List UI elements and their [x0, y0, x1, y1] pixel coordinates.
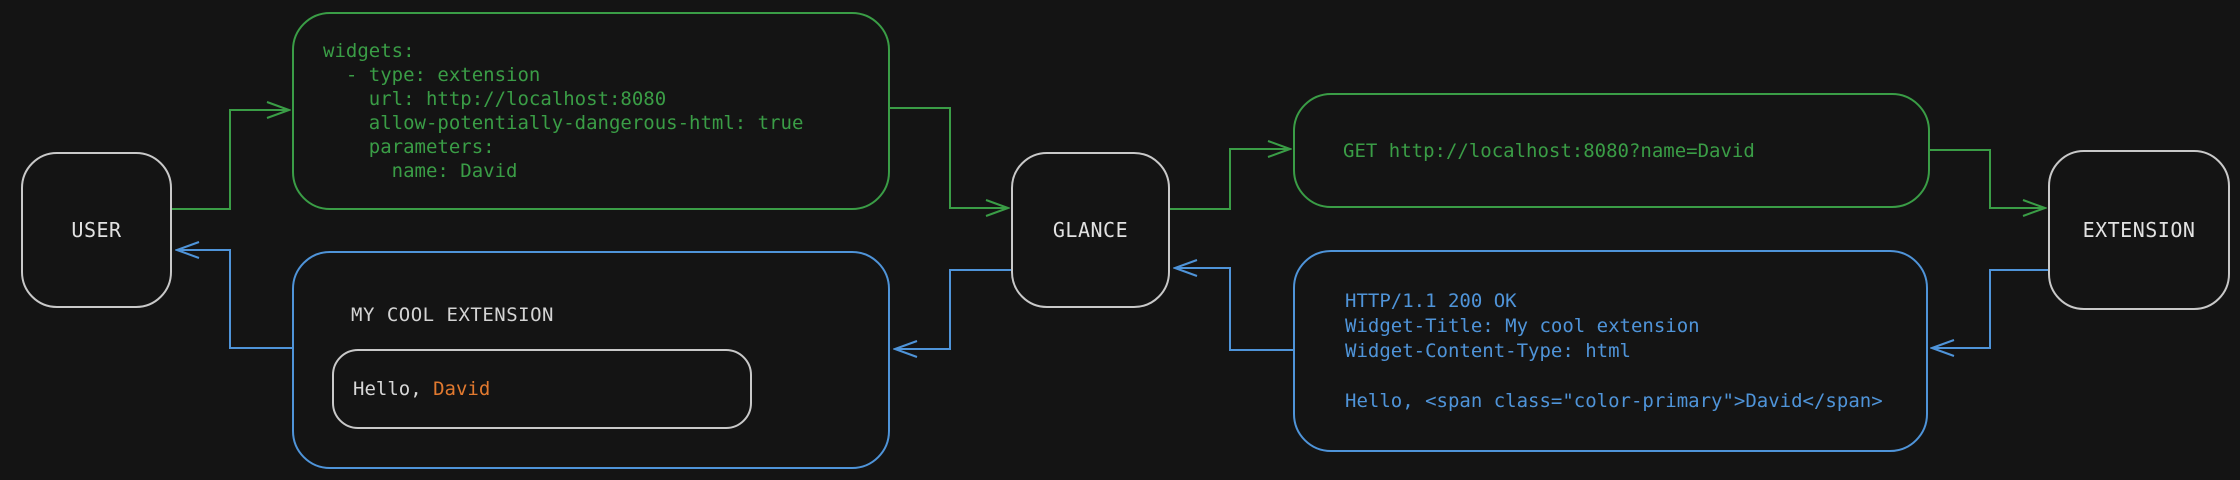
extension-node-label: EXTENSION — [2082, 218, 2196, 242]
http-request-box: GET http://localhost:8080?name=David — [1293, 93, 1930, 208]
glance-node-label: GLANCE — [1052, 218, 1129, 242]
widget-preview-title: MY COOL EXTENSION — [351, 304, 554, 326]
connector-glance-to-preview — [895, 269, 1011, 349]
config-yaml-box: widgets: - type: extension url: http://l… — [292, 12, 890, 210]
config-yaml-code: widgets: - type: extension url: http://l… — [323, 40, 804, 182]
greeting-prefix: Hello, — [353, 378, 434, 400]
http-request-code: GET http://localhost:8080?name=David — [1343, 139, 1755, 162]
user-node-label: USER — [71, 218, 122, 242]
connector-request-to-extension — [1930, 149, 2045, 208]
extension-node: EXTENSION — [2048, 150, 2230, 310]
glance-node: GLANCE — [1011, 152, 1170, 308]
connector-response-to-glance — [1175, 268, 1293, 351]
greeting-name: David — [433, 378, 491, 400]
connector-glance-to-request — [1170, 149, 1290, 210]
user-node: USER — [21, 152, 172, 308]
http-response-box: HTTP/1.1 200 OK Widget-Title: My cool ex… — [1293, 250, 1928, 452]
connector-preview-to-user — [177, 250, 292, 349]
connector-config-to-glance — [890, 107, 1008, 208]
connector-extension-to-response — [1932, 269, 2048, 348]
widget-preview-box: MY COOL EXTENSION Hello, David — [292, 251, 890, 469]
widget-greeting: Hello, David — [353, 378, 490, 400]
http-response-code: HTTP/1.1 200 OK Widget-Title: My cool ex… — [1345, 289, 1883, 412]
connector-user-to-config — [172, 110, 289, 210]
widget-content-box: Hello, David — [332, 349, 752, 429]
